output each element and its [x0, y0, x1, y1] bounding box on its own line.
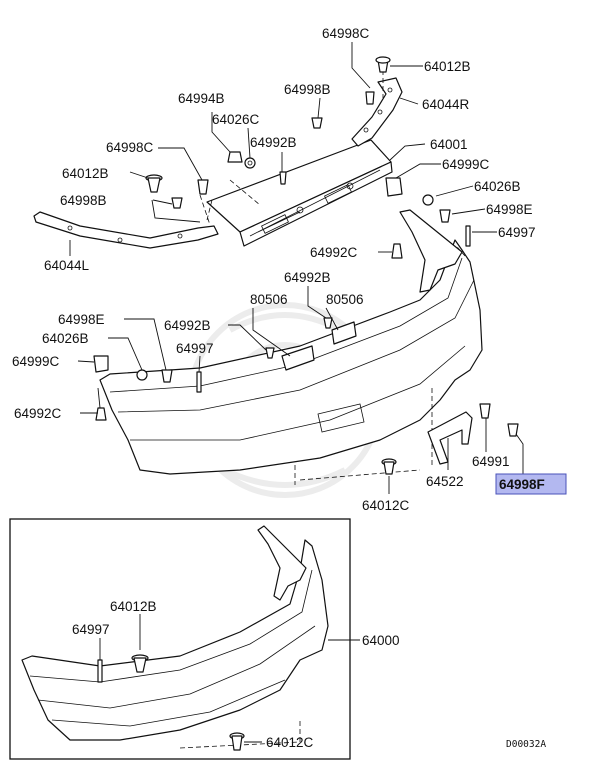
callout-64991[interactable]: 64991 — [472, 454, 510, 469]
callout-64992c-right[interactable]: 64992C — [310, 245, 358, 260]
side-bracket-64044L — [33, 194, 219, 249]
callout-64012b-inset[interactable]: 64012B — [110, 599, 157, 614]
bumper-assembly-64000 — [21, 525, 329, 749]
callout-64992b-top[interactable]: 64992B — [250, 135, 297, 150]
fasteners — [93, 56, 519, 751]
callout-64997-mid[interactable]: 64997 — [176, 341, 214, 356]
callout-80506-a[interactable]: 80506 — [250, 292, 288, 307]
callout-64997-right[interactable]: 64997 — [498, 225, 536, 240]
reinforcement-beam-64001 — [206, 139, 393, 247]
callout-80506-b[interactable]: 80506 — [326, 292, 364, 307]
drawing-code: D00032A — [506, 739, 546, 750]
callout-64997-inset[interactable]: 64997 — [72, 622, 110, 637]
callout-64992c-left[interactable]: 64992C — [14, 406, 62, 421]
bumper-cover-main — [99, 209, 483, 485]
callout-64998f-highlighted[interactable]: 64998F — [499, 477, 545, 492]
callout-64998c-top[interactable]: 64998C — [322, 26, 370, 41]
callout-64998e-right[interactable]: 64998E — [486, 202, 533, 217]
callout-64998b-top[interactable]: 64998B — [284, 82, 331, 97]
inset-frame — [9, 518, 351, 760]
callout-64012b-left[interactable]: 64012B — [62, 166, 109, 181]
callout-64998e-left[interactable]: 64998E — [58, 312, 105, 327]
callout-64998b-left[interactable]: 64998B — [60, 193, 107, 208]
callout-64026b-right[interactable]: 64026B — [474, 179, 521, 194]
highlight-box-64998F[interactable] — [495, 473, 567, 495]
callout-64999c-right[interactable]: 64999C — [442, 157, 490, 172]
callout-64026c[interactable]: 64026C — [212, 112, 260, 127]
callout-64999c-left[interactable]: 64999C — [12, 354, 60, 369]
callout-64994b[interactable]: 64994B — [178, 91, 225, 106]
callout-64998c-left[interactable]: 64998C — [106, 140, 154, 155]
callout-64992b-left[interactable]: 64992B — [164, 318, 211, 333]
leader-lines — [69, 42, 524, 743]
callout-64012b-top[interactable]: 64012B — [424, 59, 471, 74]
callout-64000[interactable]: 64000 — [362, 633, 400, 648]
callout-64992b-mid[interactable]: 64992B — [284, 270, 331, 285]
callout-64026b-left[interactable]: 64026B — [42, 331, 89, 346]
callout-64522[interactable]: 64522 — [426, 474, 464, 489]
side-bracket-64044R — [351, 70, 403, 147]
callout-64001[interactable]: 64001 — [430, 137, 468, 152]
callout-64044r[interactable]: 64044R — [422, 97, 470, 112]
callout-64044l[interactable]: 64044L — [44, 258, 90, 273]
callout-64012c-inset[interactable]: 64012C — [266, 735, 314, 750]
callout-64012c-mid[interactable]: 64012C — [362, 498, 410, 513]
callout-labels: 64998C 64012B 64044R 64994B 64998B 64026… — [12, 26, 546, 750]
